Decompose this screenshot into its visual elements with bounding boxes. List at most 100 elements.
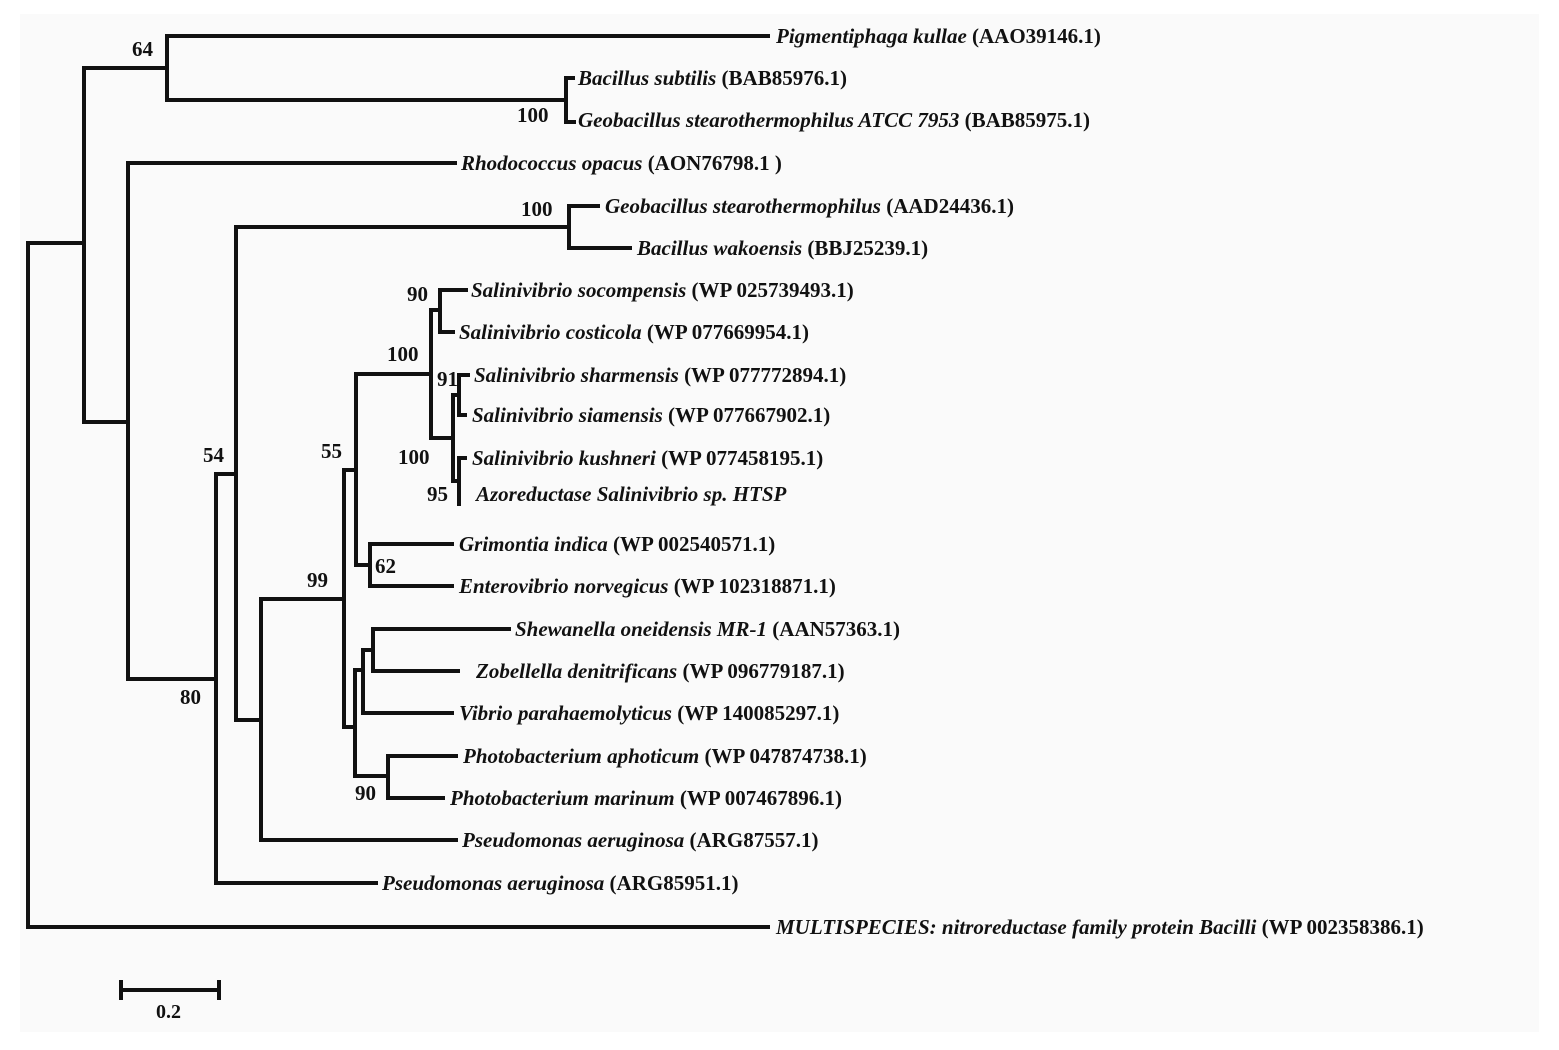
branch xyxy=(438,288,468,334)
taxon-accession: (WP 007467896.1) xyxy=(675,786,842,810)
taxon-label: Salinivibrio kushneri (WP 077458195.1) xyxy=(472,446,823,470)
branch xyxy=(126,161,457,681)
branch xyxy=(371,627,511,673)
bootstrap-value: 100 xyxy=(387,342,419,366)
branch xyxy=(567,204,632,250)
taxon-species: Pigmentiphaga kullae xyxy=(775,24,967,48)
taxon-label: Shewanella oneidensis MR-1 (AAN57363.1) xyxy=(515,617,900,641)
taxon-accession: (WP 025739493.1) xyxy=(686,278,853,302)
taxon-species: Rhodococcus opacus xyxy=(460,151,642,175)
taxon-species: Photobacterium marinum xyxy=(449,786,675,810)
bootstrap-values: 64 100 100 90 100 91 100 95 55 62 54 99 … xyxy=(132,37,553,805)
taxon-label: MULTISPECIES: nitroreductase family prot… xyxy=(775,915,1424,939)
taxon-label: Photobacterium aphoticum (WP 047874738.1… xyxy=(462,744,867,768)
figure-background xyxy=(20,14,1539,1032)
taxon-accession: (AAN57363.1) xyxy=(767,617,900,641)
taxon-accession: (WP 047874738.1) xyxy=(699,744,866,768)
branch xyxy=(457,456,467,506)
taxon-accession: (WP 096779187.1) xyxy=(677,659,844,683)
taxon-label: Geobacillus stearothermophilus (AAD24436… xyxy=(605,194,1014,218)
taxon-accession: (WP 002358386.1) xyxy=(1256,915,1423,939)
taxon-species: Shewanella oneidensis MR-1 xyxy=(515,617,767,641)
taxon-accession: (ARG87557.1) xyxy=(684,828,818,852)
taxon-accession: (WP 002540571.1) xyxy=(608,532,775,556)
branch xyxy=(26,241,770,929)
taxon-species: Salinivibrio sharmensis xyxy=(474,363,679,387)
branch xyxy=(234,225,571,722)
taxon-label: Salinivibrio costicola (WP 077669954.1) xyxy=(459,320,809,344)
bootstrap-value: 100 xyxy=(517,103,549,127)
bootstrap-value: 62 xyxy=(375,554,396,578)
taxon-accession: (WP 077669954.1) xyxy=(642,320,809,344)
taxon-accession: (BAB85976.1) xyxy=(716,66,847,90)
bootstrap-value: 55 xyxy=(321,439,342,463)
taxon-species: Geobacillus stearothermophilus xyxy=(605,194,881,218)
taxon-accession: (AAD24436.1) xyxy=(881,194,1014,218)
branch xyxy=(564,76,576,124)
taxon-labels: Pigmentiphaga kullae (AAO39146.1) Bacillu… xyxy=(381,24,1424,939)
taxon-species: Salinivibrio socompensis xyxy=(471,278,686,302)
taxon-label: Grimontia indica (WP 002540571.1) xyxy=(459,532,775,556)
taxon-species: Salinivibrio costicola xyxy=(459,320,642,344)
taxon-species: Bacillus wakoensis xyxy=(636,236,802,260)
taxon-accession: (BAB85975.1) xyxy=(959,108,1090,132)
taxon-label: Bacillus subtilis (BAB85976.1) xyxy=(577,66,847,90)
taxon-accession: (AAO39146.1) xyxy=(967,24,1101,48)
scale-bar xyxy=(119,980,221,1000)
bootstrap-value: 90 xyxy=(355,781,376,805)
taxon-species: Salinivibrio kushneri xyxy=(472,446,656,470)
branch xyxy=(457,373,470,417)
taxon-species: Zobellella denitrificans xyxy=(475,659,677,683)
taxon-label: Vibrio parahaemolyticus (WP 140085297.1) xyxy=(459,701,839,725)
taxon-label: Salinivibrio socompensis (WP 025739493.1… xyxy=(471,278,854,302)
taxon-species: Pseudomonas aeruginosa xyxy=(381,871,604,895)
taxon-label-highlighted: Azoreductase Salinivibrio sp. HTSP xyxy=(474,482,787,506)
taxon-label: Salinivibrio sharmensis (WP 077772894.1) xyxy=(474,363,846,387)
branch xyxy=(214,472,378,885)
taxon-species: Salinivibrio siamensis xyxy=(472,403,663,427)
taxon-accession: (WP 077667902.1) xyxy=(663,403,830,427)
branch xyxy=(353,668,390,778)
taxon-accession: (WP 102318871.1) xyxy=(668,574,835,598)
bootstrap-value: 54 xyxy=(203,443,225,467)
bootstrap-value: 95 xyxy=(427,482,448,506)
branch xyxy=(82,66,169,424)
bootstrap-value: 64 xyxy=(132,37,154,61)
tree-branches xyxy=(26,34,770,1000)
taxon-species: Photobacterium aphoticum xyxy=(462,744,699,768)
taxon-species: Azoreductase Salinivibrio sp. HTSP xyxy=(474,482,787,506)
taxon-accession: (WP 077772894.1) xyxy=(679,363,846,387)
taxon-species: Pseudomonas aeruginosa xyxy=(461,828,684,852)
taxon-label: Pseudomonas aeruginosa (ARG85951.1) xyxy=(381,871,738,895)
branch xyxy=(361,648,454,715)
branch xyxy=(386,754,458,800)
bootstrap-value: 100 xyxy=(521,197,553,221)
taxon-label: Bacillus wakoensis (BBJ25239.1) xyxy=(636,236,928,260)
taxon-label: Pseudomonas aeruginosa (ARG87557.1) xyxy=(461,828,818,852)
taxon-label: Photobacterium marinum (WP 007467896.1) xyxy=(449,786,842,810)
branch xyxy=(165,34,770,102)
bootstrap-value: 99 xyxy=(307,568,328,592)
taxon-label: Zobellella denitrificans (WP 096779187.1… xyxy=(475,659,845,683)
taxon-species: Bacillus subtilis xyxy=(577,66,716,90)
taxon-species: Enterovibrio norvegicus xyxy=(458,574,668,598)
taxon-label: Rhodococcus opacus (AON76798.1 ) xyxy=(460,151,782,175)
taxon-accession: (ARG85951.1) xyxy=(604,871,738,895)
bootstrap-value: 90 xyxy=(407,282,428,306)
taxon-accession: (WP 077458195.1) xyxy=(656,446,823,470)
branch xyxy=(259,597,458,842)
bootstrap-value: 91 xyxy=(437,367,458,391)
bootstrap-value: 80 xyxy=(180,685,201,709)
taxon-species: MULTISPECIES: nitroreductase family prot… xyxy=(775,915,1256,939)
branch xyxy=(368,542,454,588)
taxon-accession: (WP 140085297.1) xyxy=(672,701,839,725)
taxon-label: Salinivibrio siamensis (WP 077667902.1) xyxy=(472,403,830,427)
taxon-accession: (AON76798.1 ) xyxy=(642,151,781,175)
taxon-species: Geobacillus stearothermophilus ATCC 7953 xyxy=(578,108,959,132)
scale-bar-label: 0.2 xyxy=(156,1001,181,1023)
bootstrap-value: 100 xyxy=(398,445,430,469)
taxon-accession: (BBJ25239.1) xyxy=(802,236,928,260)
taxon-label: Pigmentiphaga kullae (AAO39146.1) xyxy=(775,24,1101,48)
